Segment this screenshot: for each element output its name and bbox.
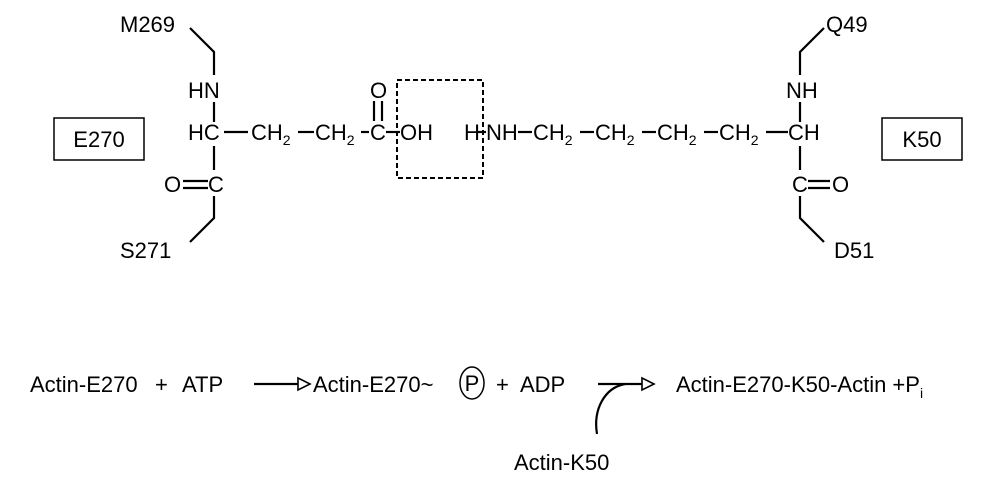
cofactor-curved-arrow — [595, 382, 626, 435]
condensation-box — [396, 79, 484, 179]
reaction-plus-1: + — [155, 372, 168, 397]
reaction-atp: ATP — [182, 372, 223, 397]
right-ch2-3: CH2 — [657, 120, 697, 148]
bond-carbonyl-s271 — [189, 196, 216, 243]
hydroxyl-group: OH — [400, 120, 433, 145]
left-amine: HN — [188, 78, 220, 103]
right-alpha-carbon: CH — [788, 120, 820, 145]
right-carbonyl-carbon: C — [792, 172, 808, 197]
carboxyl-carbon: C — [370, 120, 386, 145]
residue-label-s271: S271 — [120, 238, 171, 263]
bond-q49-n — [798, 27, 825, 75]
bond-carbonyl-d51 — [798, 196, 825, 243]
left-ch2b: CH2 — [315, 120, 355, 148]
right-carbonyl-oxygen: O — [832, 172, 849, 197]
left-ch2a: CH2 — [251, 120, 291, 148]
reaction-product: Actin-E270-K50-Actin +Pi — [676, 372, 923, 401]
residue-box-k50 — [881, 117, 963, 161]
reaction-intermediate: Actin-E270~ — [313, 372, 433, 397]
right-ch2-2: CH2 — [595, 120, 635, 148]
residue-box-label-k50: K50 — [902, 127, 941, 152]
reaction-arrow-1-head — [297, 376, 312, 392]
lysine-amine-nh: NH — [486, 120, 518, 145]
phosphate-symbol: P — [465, 371, 480, 396]
reaction-plus-2: + — [496, 372, 509, 397]
left-alpha-carbon: HC — [188, 120, 220, 145]
reaction-adp: ADP — [520, 372, 565, 397]
left-carbonyl-carbon: C — [208, 172, 224, 197]
lysine-amine-h: H — [464, 120, 480, 145]
left-carbonyl-oxygen: O — [164, 172, 181, 197]
right-ch2-1: CH2 — [533, 120, 573, 148]
bond-m269-n — [189, 27, 216, 75]
residue-label-m269: M269 — [120, 12, 175, 37]
residue-label-d51: D51 — [834, 238, 874, 263]
residue-box-label-e270: E270 — [73, 127, 124, 152]
reaction-arrow-2-head — [641, 376, 656, 392]
residue-label-q49: Q49 — [826, 12, 868, 37]
reaction-cofactor: Actin-K50 — [514, 450, 609, 475]
reaction-reactant: Actin-E270 — [30, 372, 138, 397]
phosphate-circle — [459, 366, 485, 400]
right-amine: NH — [786, 78, 818, 103]
right-ch2-4: CH2 — [719, 120, 759, 148]
residue-box-e270 — [53, 117, 145, 161]
carboxyl-oxygen: O — [370, 78, 387, 103]
